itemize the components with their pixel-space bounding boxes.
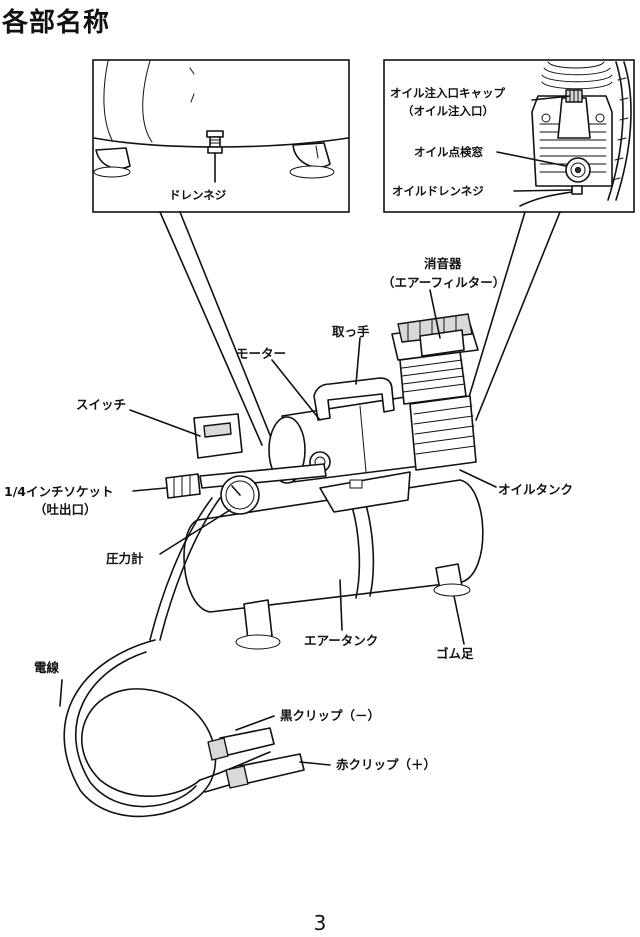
muffler-label-line1: 消音器 bbox=[424, 256, 462, 271]
oil-parts-inset: オイル注入口キャップ （オイル注入口） オイル点検窓 オイルドレンネジ bbox=[383, 59, 635, 213]
page-title: 各部名称 bbox=[2, 8, 111, 38]
oil-tank-label: オイルタンク bbox=[498, 482, 573, 497]
air-tank-label: エアータンク bbox=[304, 633, 378, 648]
socket-label-line1: 1/4インチソケット bbox=[4, 484, 113, 499]
oil-drain-screw-label: オイルドレンネジ bbox=[392, 184, 484, 198]
rubber-foot-label: ゴム足 bbox=[436, 646, 474, 661]
oil-window-label: オイル点検窓 bbox=[414, 145, 483, 159]
drain-screw-inset: ドレンネジ bbox=[92, 59, 350, 213]
compressor-illustration bbox=[63, 313, 484, 818]
muffler-label-line2: （エアーフィルター） bbox=[382, 275, 505, 290]
oil-cap-label-line1: オイル注入口キャップ bbox=[390, 86, 505, 100]
page-number: 3 bbox=[313, 911, 327, 935]
socket-label-line2: （吐出口） bbox=[34, 502, 97, 517]
black-clip-label: 黒クリップ（－） bbox=[280, 708, 380, 723]
oil-cap-label-line2: （オイル注入口） bbox=[402, 104, 494, 118]
gauge-label: 圧力計 bbox=[106, 551, 144, 566]
red-clip-label: 赤クリップ（＋） bbox=[336, 757, 436, 772]
switch-label: スイッチ bbox=[76, 397, 126, 412]
cable-label: 電線 bbox=[34, 660, 60, 675]
handle-label: 取っ手 bbox=[332, 324, 370, 339]
motor-label: モーター bbox=[236, 346, 286, 361]
drain-screw-label: ドレンネジ bbox=[169, 188, 227, 202]
